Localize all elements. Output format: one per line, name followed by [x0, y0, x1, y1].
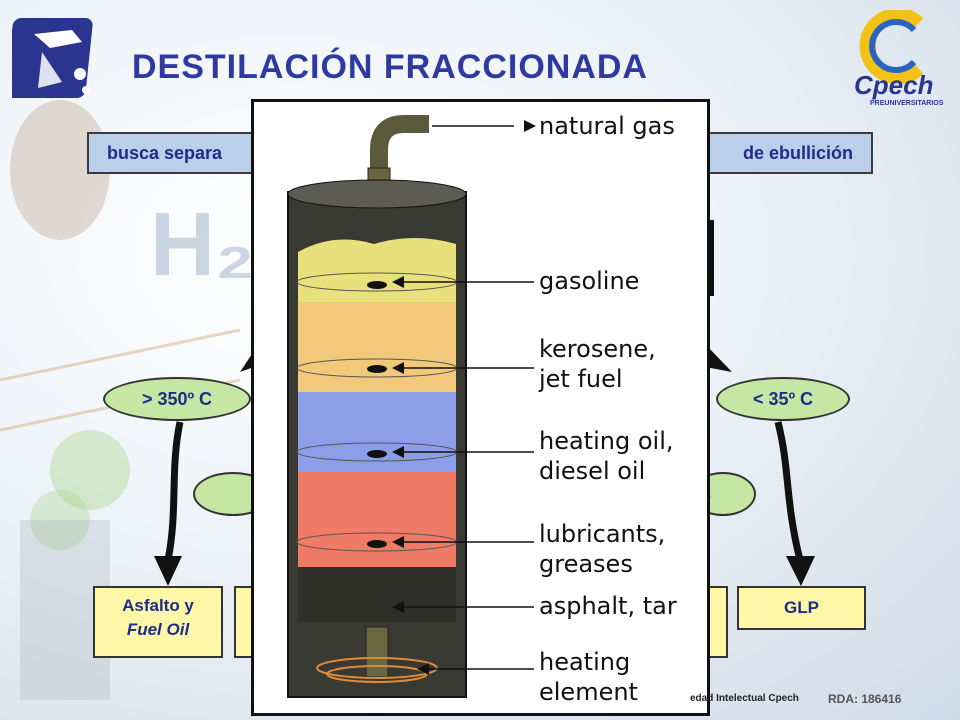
distillation-diagram-popup: natural gas gasoline kerosene, jet fuel … [251, 99, 710, 716]
gas-pipe [370, 115, 429, 174]
arrow-left-line [164, 421, 184, 561]
page-title: DESTILACIÓN FRACCIONADA [132, 48, 648, 86]
heating-rod [365, 626, 389, 678]
temp-high-ellipse: > 350º C [103, 377, 251, 421]
layer-asphalt [298, 567, 456, 622]
label-gasoline: gasoline [539, 267, 639, 295]
heating-coil [316, 657, 438, 679]
layer-lubricants [298, 472, 456, 567]
label-heating: heating [539, 648, 630, 676]
temp-low-ellipse: < 35º C [716, 377, 850, 421]
product-asphalt-box: Asfalto y Fuel Oil [93, 586, 223, 658]
label-jet-fuel: jet fuel [538, 365, 623, 393]
cpech-logo: Cpech PREUNIVERSITARIOS [848, 8, 954, 110]
label-diesel-oil: diesel oil [539, 457, 645, 485]
layer-heating-oil [298, 392, 456, 472]
distillation-column-diagram: natural gas gasoline kerosene, jet fuel … [287, 112, 677, 706]
label-greases: greases [539, 550, 633, 578]
column-top [287, 179, 467, 209]
label-natural-gas: natural gas [539, 112, 675, 140]
subtitle-right: de ebullición [742, 143, 853, 163]
arrow-right-line [774, 421, 804, 561]
layer-kerosene [298, 302, 456, 392]
layer-gasoline [298, 238, 456, 302]
label-element: element [539, 678, 638, 706]
label-kerosene: kerosene, [539, 335, 656, 363]
label-arrows [404, 125, 534, 670]
logo-text: Cpech [854, 70, 934, 100]
subtitle-left: busca separa [107, 143, 223, 163]
arrow-left-tip [154, 556, 182, 586]
label-arrowheads [392, 120, 536, 675]
label-asphalt-tar: asphalt, tar [539, 592, 677, 620]
label-lubricants: lubricants, [539, 520, 665, 548]
footer-rda: RDA: 186416 [828, 692, 902, 706]
logo-subtext: PREUNIVERSITARIOS [870, 100, 944, 107]
footer-copyright: edad Intelectual Cpech [690, 693, 799, 704]
arrow-right-tip [786, 556, 815, 586]
flask-logo-icon [12, 18, 93, 98]
product-asphalt-line2: Fuel Oil [126, 620, 190, 639]
product-asphalt-line1: Asfalto y [122, 596, 194, 615]
label-heating-oil: heating oil, [539, 427, 673, 455]
product-glp-box: GLP [737, 586, 866, 630]
